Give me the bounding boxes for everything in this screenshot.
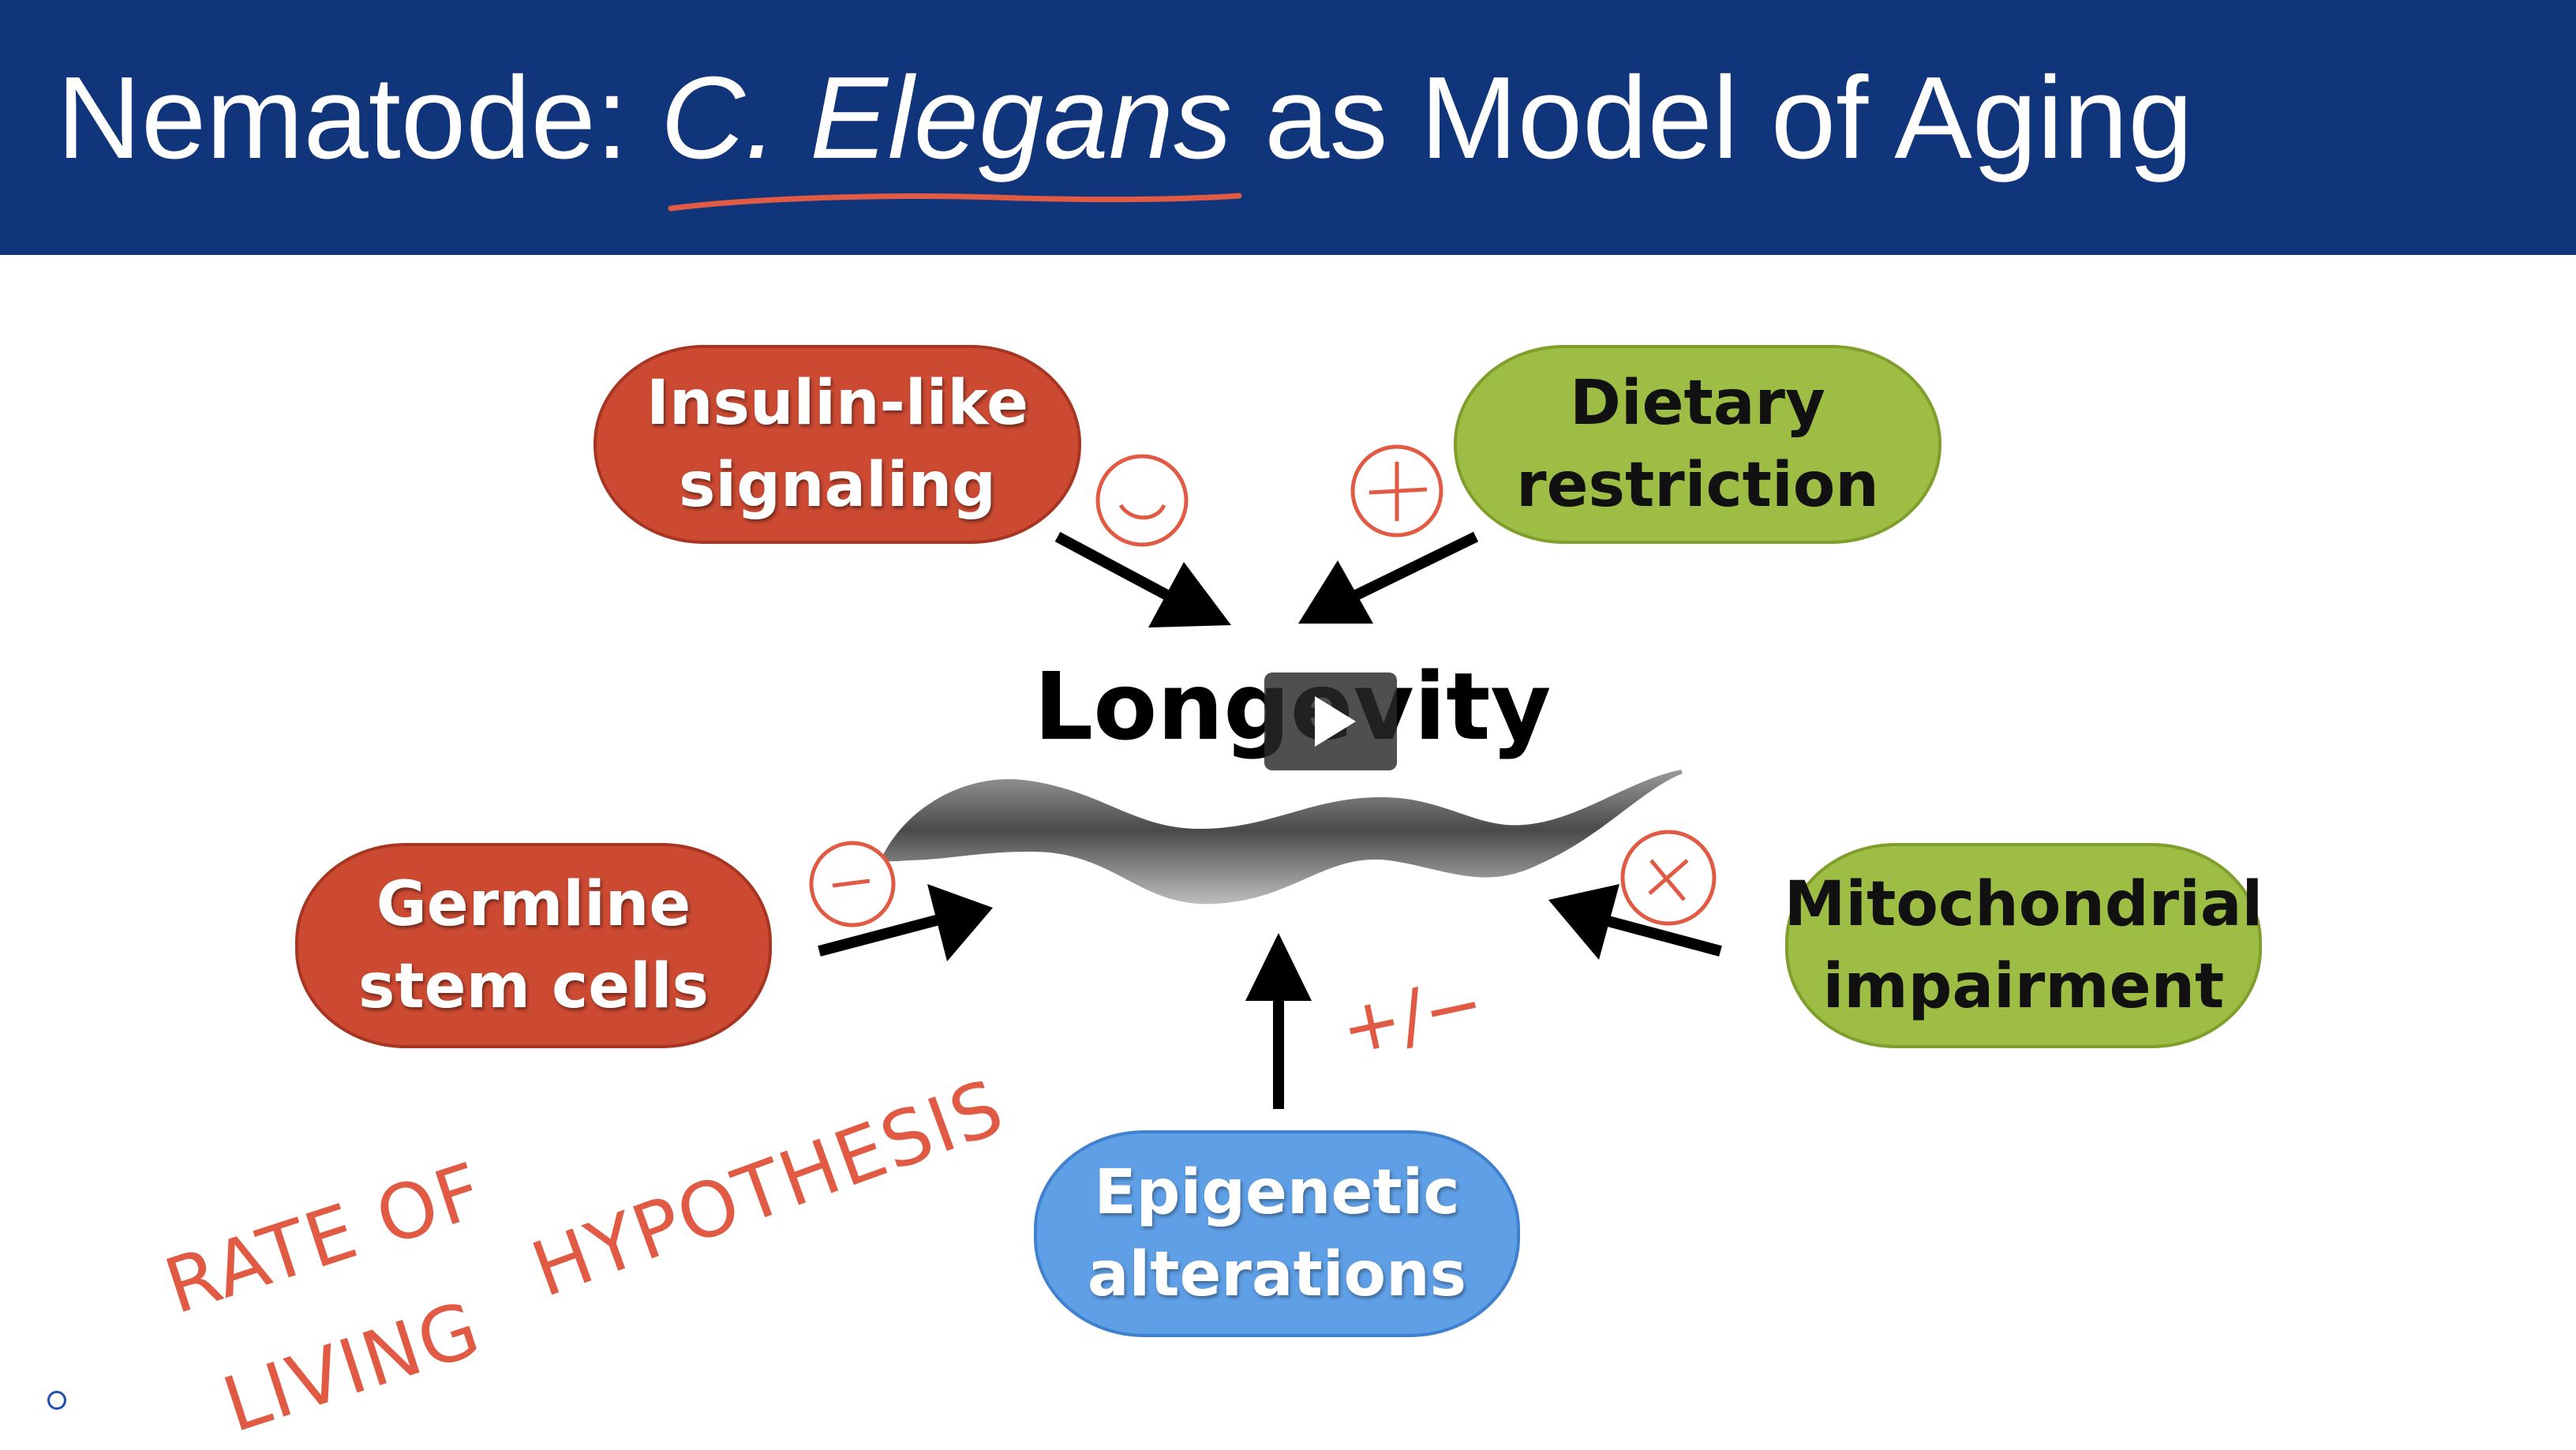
factor-germline-stem-cells: Germline stem cells [295,843,772,1048]
diagram-graphics [809,444,1722,1109]
slide-header: Nematode: C. Elegans as Model of Aging [0,0,2576,255]
factor-dietary-line1: Dietary [1570,368,1825,439]
factor-insulin-line2: signaling [678,450,996,521]
ink-circle-dietary [1350,444,1443,538]
factor-mitochondrial-impairment: Mitochondrial impairment [1784,843,2263,1048]
play-button[interactable] [1264,673,1397,770]
factor-dietary-line2: restriction [1516,450,1879,521]
ink-circle-insulin [1095,454,1189,547]
factor-germline-line2: stem cells [358,951,710,1022]
slide-title: Nematode: C. Elegans as Model of Aging [57,47,2193,189]
play-icon [1315,696,1356,747]
arrow-germline [818,884,993,961]
arrow-dietary [1298,531,1479,624]
arrow-insulin [1054,531,1231,628]
factor-insulin-signaling: Insulin-like signaling [593,345,1081,544]
worm-illustration [882,770,1683,905]
ink-circle-mito [1620,830,1717,926]
arrow-mito [1548,884,1722,960]
title-prefix: Nematode: [57,53,661,183]
factor-insulin-line1: Insulin-like [646,368,1029,439]
factor-dietary-restriction: Dietary restriction [1454,345,1941,544]
title-species: C. Elegans [661,53,1233,183]
factor-mito-line2: impairment [1822,951,2225,1022]
corner-indicator [47,1391,66,1410]
title-ink-underline [668,193,1242,212]
factor-mito-line1: Mitochondrial [1784,869,2263,940]
factor-germline-line1: Germline [376,869,691,940]
arrow-epigenetic [1245,933,1312,1109]
factor-epigenetic-line1: Epigenetic [1094,1157,1460,1228]
title-suffix: as Model of Aging [1232,53,2193,183]
factor-epigenetic-line2: alterations [1087,1239,1467,1310]
ink-circle-germline [809,841,896,927]
factor-epigenetic-alterations: Epigenetic alterations [1034,1130,1520,1337]
